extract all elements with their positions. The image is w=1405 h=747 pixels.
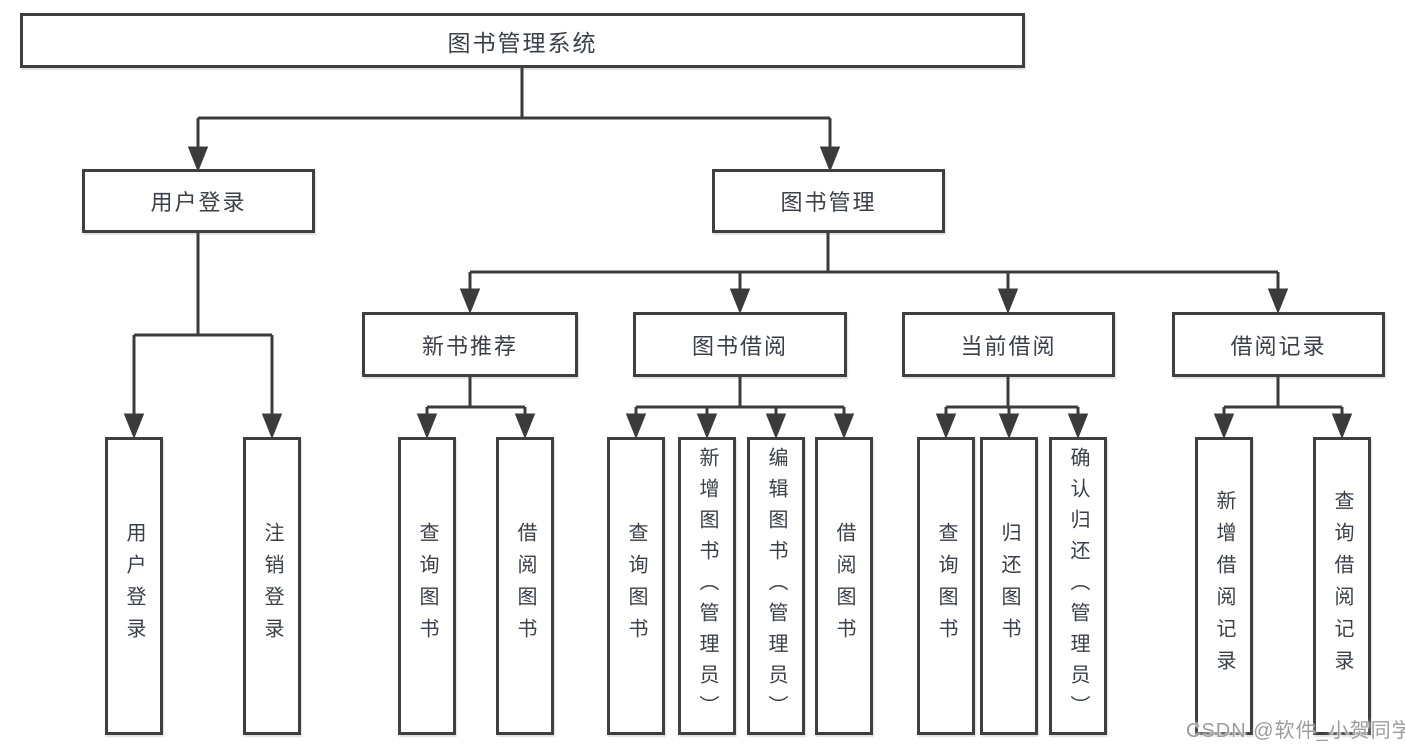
arrow-to-leaf-query-books-3	[935, 413, 957, 440]
leaf-return-book: 归还图书	[980, 437, 1038, 735]
leaf-edit-book-admin: 编辑图书（管理员）	[747, 437, 805, 735]
node-label: 查询图书	[625, 522, 647, 650]
arrow-to-current-borrowing	[997, 288, 1019, 315]
arrow-to-book-borrowing	[729, 288, 751, 315]
leaf-query-books-1: 查询图书	[398, 437, 456, 735]
arrow-to-book-management	[819, 146, 841, 173]
watermark: CSDN @软件_小贺同学	[1186, 720, 1405, 742]
arrow-to-leaf-add-book	[696, 413, 718, 440]
node-label: 图书管理	[780, 190, 877, 215]
connector-current-borrowing-to-leaves	[935, 377, 1089, 440]
node-label: 查询图书	[935, 522, 957, 650]
leaf-borrow-books-2: 借阅图书	[815, 437, 873, 735]
node-label: 用户登录	[123, 522, 145, 650]
node-label: 借阅图书	[833, 522, 855, 650]
node-label: 图书管理系统	[447, 29, 598, 56]
connector-borrowing-records-to-leaves	[1213, 377, 1353, 440]
node-label: 用户登录	[150, 190, 247, 215]
node-label: 新增借阅记录	[1213, 490, 1235, 682]
node-label: 查询借阅记录	[1331, 490, 1353, 682]
arrow-to-leaf-query-books-2	[625, 413, 647, 440]
arrow-to-leaf-user-login	[123, 413, 145, 440]
arrow-to-leaf-edit-book	[765, 413, 787, 440]
node-label: 归还图书	[998, 522, 1020, 650]
node-label: 注销登录	[261, 522, 283, 650]
leaf-user-login: 用户登录	[105, 437, 163, 735]
node-label: 查询图书	[416, 522, 438, 650]
arrow-to-leaf-query-record	[1331, 413, 1353, 440]
node-label: 当前借阅	[960, 333, 1057, 359]
arrow-to-leaf-add-record	[1213, 413, 1235, 440]
leaf-logout: 注销登录	[243, 437, 301, 735]
node-current-borrowing: 当前借阅	[902, 312, 1115, 377]
arrow-to-leaf-return-book	[998, 413, 1020, 440]
node-label: 图书借阅	[691, 333, 788, 359]
arrow-to-borrowing-records	[1267, 288, 1289, 315]
arrow-to-leaf-confirm-return	[1067, 413, 1089, 440]
connector-book-borrowing-to-leaves	[625, 377, 855, 440]
node-borrowing-records: 借阅记录	[1172, 312, 1385, 377]
leaf-query-borrow-record: 查询借阅记录	[1313, 437, 1371, 735]
arrow-to-user-login	[187, 146, 209, 173]
leaf-borrow-books-1: 借阅图书	[496, 437, 554, 735]
node-user-login: 用户登录	[82, 169, 315, 233]
node-label: 新增图书（管理员）	[696, 446, 718, 726]
leaf-confirm-return-admin: 确认归还（管理员）	[1049, 437, 1107, 735]
node-new-book-recommendation: 新书推荐	[362, 312, 578, 377]
arrow-to-leaf-logout	[261, 413, 283, 440]
arrow-to-leaf-borrow-books-2	[833, 413, 855, 440]
node-book-borrowing: 图书借阅	[633, 312, 847, 377]
node-label: 确认归还（管理员）	[1067, 446, 1089, 726]
node-label: 编辑图书（管理员）	[765, 446, 787, 726]
node-label: 新书推荐	[421, 333, 518, 359]
connector-root-to-level2	[187, 68, 841, 173]
connector-user-login-to-leaves	[123, 233, 283, 440]
leaf-query-books-2: 查询图书	[607, 437, 665, 735]
node-label: 借阅图书	[514, 522, 536, 650]
leaf-add-borrow-record: 新增借阅记录	[1195, 437, 1253, 735]
leaf-add-book-admin: 新增图书（管理员）	[678, 437, 736, 735]
connector-book-management-to-level3	[459, 233, 1289, 315]
node-label: 借阅记录	[1230, 333, 1327, 359]
node-book-management: 图书管理	[712, 169, 945, 233]
node-library-management-system: 图书管理系统	[20, 13, 1025, 68]
arrow-to-new-book-recommendation	[459, 288, 481, 315]
arrow-to-leaf-borrow-books-1	[514, 413, 536, 440]
arrow-to-leaf-query-books-1	[416, 413, 438, 440]
connector-new-book-rec-to-leaves	[416, 377, 536, 440]
leaf-query-books-3: 查询图书	[917, 437, 975, 735]
